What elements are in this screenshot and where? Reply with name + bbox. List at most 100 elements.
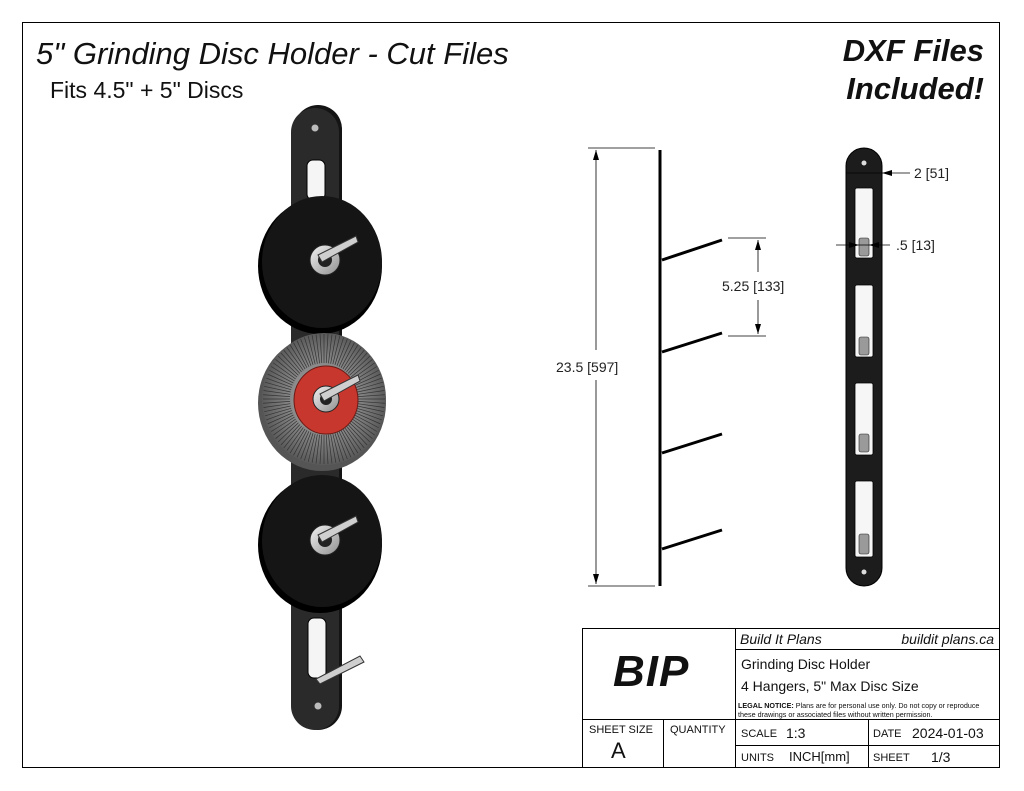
dxf-callout: DXF Files Included!: [843, 32, 984, 108]
company-row: Build It Plans buildit plans.ca: [735, 629, 1000, 649]
company-website: buildit plans.ca: [901, 631, 994, 647]
flap-ray: [273, 418, 296, 436]
flap-ray: [350, 359, 373, 378]
scale-cell: SCALE 1:3: [735, 719, 868, 745]
company-name: Build It Plans: [740, 631, 822, 647]
flap-ray: [275, 359, 298, 378]
quantity-label: QUANTITY: [670, 724, 726, 736]
date-value: 2024-01-03: [912, 725, 984, 741]
sheet-size-label: SHEET SIZE: [589, 724, 653, 736]
flap-ray: [307, 433, 316, 462]
dxf-line-2: Included!: [846, 71, 984, 106]
flap-ray: [319, 434, 323, 464]
bip-logo: BIP: [613, 647, 690, 696]
flap-ray: [269, 414, 294, 429]
flap-ray: [263, 394, 291, 397]
flap-ray: [350, 420, 373, 439]
flap-ray: [304, 432, 314, 461]
flap-ray: [264, 405, 291, 413]
dim-hanger-spacing: 5.25 [133]: [722, 278, 784, 294]
flap-ray: [273, 362, 296, 380]
flap-ray: [357, 405, 384, 413]
legal-notice: LEGAL NOTICE: Plans are for personal use…: [738, 701, 996, 719]
flap-ray: [332, 336, 341, 365]
flap-ray: [344, 427, 362, 451]
flap-ray: [342, 428, 359, 454]
flap-ray: [352, 418, 375, 436]
flap-ray: [336, 338, 348, 366]
flap-ray: [307, 336, 316, 365]
flap-disc-middle: [258, 333, 386, 471]
flap-ray: [357, 385, 384, 393]
flap-ray: [338, 431, 352, 458]
flap-ray: [357, 403, 385, 408]
flap-ray: [311, 335, 318, 364]
flap-ray: [263, 390, 291, 395]
flap-ray: [270, 366, 295, 382]
title-block: BIP Build It Plans buildit plans.ca Grin…: [582, 628, 1000, 768]
flap-ray: [267, 412, 293, 425]
flap-ray: [283, 349, 302, 373]
flap-ray: [315, 434, 320, 464]
flap-ray: [277, 422, 299, 443]
dim-overall-height: 23.5 [597]: [556, 359, 618, 375]
flap-ray: [267, 373, 293, 386]
scale-value: 1:3: [786, 725, 806, 741]
flap-ray: [319, 334, 323, 364]
units-cell: UNITS INCH[mm]: [735, 745, 868, 768]
date-label: DATE: [873, 728, 902, 740]
flap-ray: [264, 381, 292, 391]
flap-ray: [336, 432, 348, 460]
flap-ray: [330, 335, 337, 364]
flap-ray: [354, 414, 379, 429]
flap-ray: [346, 425, 365, 449]
legal-text: Plans are for personal use only. Do not …: [738, 701, 980, 719]
sheet-border: [22, 22, 1000, 768]
flap-ray: [315, 334, 320, 364]
flap-ray: [355, 373, 381, 386]
part-description: 4 Hangers, 5" Max Disc Size: [741, 678, 919, 694]
flap-ray: [300, 432, 312, 460]
flap-ray: [283, 425, 302, 449]
empty-hanger-hook: [315, 655, 365, 685]
quantity-cell: QUANTITY: [663, 719, 735, 768]
sheet-label: SHEET: [873, 752, 910, 764]
legal-label: LEGAL NOTICE:: [738, 701, 794, 710]
part-info: Grinding Disc Holder 4 Hangers, 5" Max D…: [735, 649, 1000, 719]
flap-ray: [296, 431, 310, 458]
flap-ray: [266, 410, 292, 421]
sheet-number-cell: SHEET 1/3: [868, 745, 1000, 768]
page-title: 5" Grinding Disc Holder - Cut Files: [36, 36, 509, 71]
flap-ray: [356, 410, 382, 421]
flap-ray: [353, 416, 378, 432]
dim-width: 2 [51]: [914, 165, 949, 181]
grinding-disc-top: [258, 196, 382, 334]
flap-ray: [304, 337, 314, 366]
grinding-disc-bottom: [258, 475, 382, 613]
dxf-line-1: DXF Files: [842, 33, 984, 68]
date-cell: DATE 2024-01-03: [868, 719, 1000, 745]
front-view: [836, 147, 910, 587]
flap-ray: [357, 390, 385, 395]
logo-cell: BIP: [583, 629, 735, 719]
flap-ray: [293, 430, 308, 456]
flap-ray: [330, 434, 337, 463]
flap-ray: [349, 422, 371, 443]
flap-ray: [332, 433, 341, 462]
flap-ray: [289, 428, 306, 454]
flap-ray: [356, 377, 382, 388]
sheet-size-value: A: [611, 738, 626, 763]
flap-ray: [325, 434, 329, 464]
flap-ray: [275, 420, 298, 439]
flap-ray: [286, 347, 304, 371]
flap-ray: [328, 434, 333, 464]
flap-ray: [340, 430, 355, 456]
flap-ray: [300, 338, 312, 366]
flap-ray: [266, 377, 292, 388]
flap-ray: [264, 407, 292, 417]
flap-ray: [325, 334, 329, 364]
flap-ray: [334, 432, 344, 461]
flap-ray: [264, 385, 291, 393]
flap-ray: [355, 412, 381, 425]
